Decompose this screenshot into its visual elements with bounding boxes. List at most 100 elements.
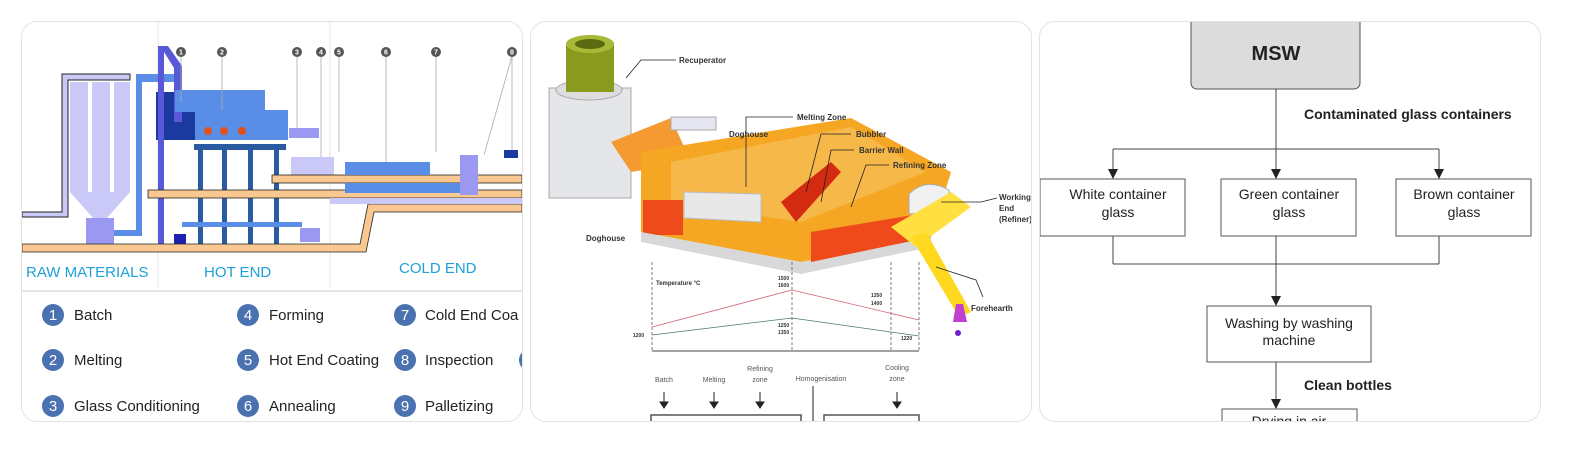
section-hot-end: HOT END xyxy=(204,264,271,281)
svg-text:9: 9 xyxy=(401,398,409,415)
legend: 1 Batch 2 Melting 3 Glass Conditioning 4 For… xyxy=(42,304,522,417)
svg-text:2: 2 xyxy=(49,352,57,369)
section-cold-end: COLD END xyxy=(399,260,477,277)
svg-text:5: 5 xyxy=(337,50,341,57)
image-card-msw-glass-recycling-flowchart[interactable]: MSW Contaminated glass containers White … xyxy=(1039,21,1541,422)
svg-text:1220: 1220 xyxy=(901,336,912,342)
svg-text:4: 4 xyxy=(244,307,252,324)
svg-text:Palletizing: Palletizing xyxy=(425,398,493,415)
svg-text:2: 2 xyxy=(220,50,224,57)
edge-label-clean-bottles: Clean bottles xyxy=(1304,377,1392,393)
svg-text:1350: 1350 xyxy=(871,293,882,299)
legend-item-partial xyxy=(519,352,522,368)
svg-text:Doghouse: Doghouse xyxy=(729,130,769,139)
svg-text:7: 7 xyxy=(401,307,409,324)
svg-text:Cooling: Cooling xyxy=(885,365,909,372)
zone-labels: Batch Melting Refining zone Homogenisati… xyxy=(655,365,909,384)
lower-temperature-line xyxy=(651,317,920,337)
callout-markers: 1 2 3 4 5 6 7 8 xyxy=(176,47,517,57)
svg-text:(Refiner): (Refiner) xyxy=(999,215,1031,224)
svg-text:1500: 1500 xyxy=(778,276,789,282)
svg-text:1400: 1400 xyxy=(871,301,882,307)
legend-item-inspection: 8 Inspection xyxy=(394,349,493,371)
svg-text:Batch: Batch xyxy=(74,307,112,324)
svg-text:6: 6 xyxy=(244,398,252,415)
svg-text:glass: glass xyxy=(1102,204,1135,220)
svg-text:Batch: Batch xyxy=(655,377,673,384)
svg-text:Recuperator: Recuperator xyxy=(679,56,726,65)
svg-text:3: 3 xyxy=(295,50,299,57)
furnace-illustration xyxy=(548,35,971,336)
svg-text:1200: 1200 xyxy=(633,333,644,339)
svg-text:Refining: Refining xyxy=(747,366,773,373)
svg-text:Homogenisation: Homogenisation xyxy=(796,376,847,383)
callout-1: 1 xyxy=(176,47,186,57)
svg-text:MSW: MSW xyxy=(1252,43,1301,65)
svg-text:Refining Zone: Refining Zone xyxy=(893,161,947,170)
legend-item-annealing: 6 Annealing xyxy=(237,395,336,417)
svg-text:zone: zone xyxy=(752,377,767,384)
svg-text:Cold End Coa: Cold End Coa xyxy=(425,307,519,324)
svg-text:Melting: Melting xyxy=(703,377,726,384)
svg-text:Forming: Forming xyxy=(269,307,324,324)
image-card-glass-production-process[interactable]: 1 2 3 4 5 6 7 8 RAW MATERIALS HOT END CO… xyxy=(21,21,523,422)
svg-text:Washing by washing: Washing by washing xyxy=(1225,315,1353,331)
plant-illustration xyxy=(22,22,522,287)
recycling-flowchart: MSW Contaminated glass containers White … xyxy=(1040,22,1532,421)
svg-text:Annealing: Annealing xyxy=(269,398,336,415)
svg-text:4: 4 xyxy=(319,50,323,57)
arrowheads xyxy=(1108,169,1444,409)
svg-text:Green container: Green container xyxy=(1239,186,1340,202)
svg-text:Doghouse: Doghouse xyxy=(586,234,626,243)
legend-item-forming: 4 Forming xyxy=(237,304,324,326)
svg-text:Barrier Wall: Barrier Wall xyxy=(859,146,904,155)
svg-text:1600: 1600 xyxy=(778,283,789,289)
svg-text:5: 5 xyxy=(244,352,252,369)
callout-2: 2 xyxy=(217,47,227,57)
svg-text:1350: 1350 xyxy=(778,330,789,336)
callout-5: 5 xyxy=(334,47,344,57)
legend-item-batch: 1 Batch xyxy=(42,304,112,326)
callout-7: 7 xyxy=(431,47,441,57)
upper-temperature-line xyxy=(651,289,920,328)
svg-text:machine: machine xyxy=(1263,332,1316,348)
svg-text:Bubbler: Bubbler xyxy=(856,130,886,139)
callout-4: 4 xyxy=(316,47,326,57)
svg-text:Inspection: Inspection xyxy=(425,352,493,369)
svg-text:8: 8 xyxy=(510,50,514,57)
image-card-glass-furnace[interactable]: Recuperator Melting Zone Doghouse Bubble… xyxy=(530,21,1032,422)
node-drying: Drying in air xyxy=(1221,408,1358,421)
legend-item-cold-end-coating: 7 Cold End Coa xyxy=(394,304,519,326)
svg-text:White container: White container xyxy=(1069,186,1167,202)
svg-text:6: 6 xyxy=(384,50,388,57)
svg-text:1250: 1250 xyxy=(778,323,789,329)
svg-text:Working: Working xyxy=(999,193,1031,202)
svg-text:Glass Conditioning: Glass Conditioning xyxy=(74,398,200,415)
glass-furnace-illustration: Recuperator Melting Zone Doghouse Bubble… xyxy=(548,35,1031,421)
svg-text:8: 8 xyxy=(401,352,409,369)
glass-production-diagram: 1 2 3 4 5 6 7 8 RAW MATERIALS HOT END CO… xyxy=(22,22,522,417)
callout-8: 8 xyxy=(507,47,517,57)
svg-text:Temperature °C: Temperature °C xyxy=(656,281,701,287)
legend-item-palletizing: 9 Palletizing xyxy=(394,395,493,417)
connectors xyxy=(1112,89,1440,402)
svg-text:Forehearth: Forehearth xyxy=(971,304,1013,313)
svg-text:Melting Zone: Melting Zone xyxy=(797,113,847,122)
svg-text:1: 1 xyxy=(179,50,183,57)
svg-text:1: 1 xyxy=(49,307,57,324)
component-labels: Recuperator Melting Zone Doghouse Bubble… xyxy=(586,56,1031,313)
callout-3: 3 xyxy=(292,47,302,57)
svg-text:Drying in air: Drying in air xyxy=(1252,413,1327,421)
leader-lines xyxy=(625,59,998,298)
svg-text:Melting: Melting xyxy=(74,352,122,369)
svg-text:Hot End Coating: Hot End Coating xyxy=(269,352,379,369)
section-raw-materials: RAW MATERIALS xyxy=(26,264,149,281)
legend-item-glass-conditioning: 3 Glass Conditioning xyxy=(42,395,200,417)
svg-text:3: 3 xyxy=(49,398,57,415)
legend-item-melting: 2 Melting xyxy=(42,349,122,371)
legend-item-hot-end-coating: 5 Hot End Coating xyxy=(237,349,379,371)
